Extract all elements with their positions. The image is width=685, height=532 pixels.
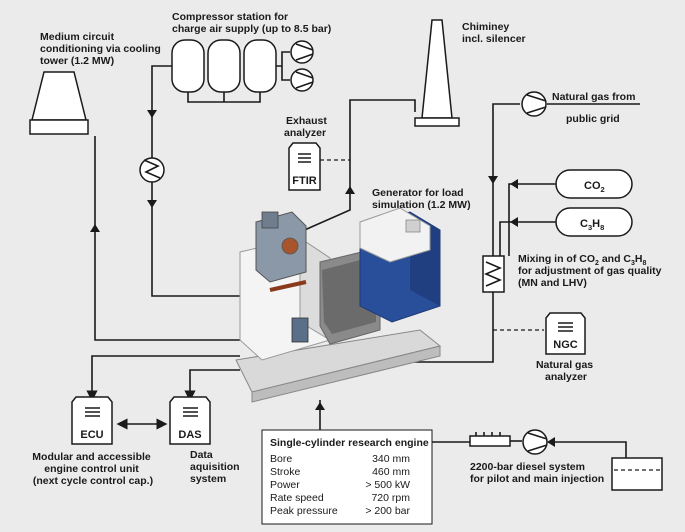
- arrow-left-icon: [510, 217, 518, 227]
- pump-icon: [290, 40, 314, 64]
- cooling-tower-icon: [29, 71, 89, 135]
- natgas-down-line: [492, 103, 520, 258]
- pump-icon: [522, 429, 548, 455]
- ecu-link-line: [86, 355, 240, 402]
- compressor-tank-icon: [171, 39, 290, 103]
- generator-label: Generator for load simulation (1.2 MW): [372, 187, 471, 211]
- ecu-device: ECU: [71, 396, 113, 445]
- co2-tank: CO2: [555, 169, 633, 199]
- gas-mixer-icon: [482, 255, 505, 293]
- ngc-label: NGC: [553, 339, 578, 351]
- co2-feed-line: [508, 183, 556, 256]
- charge-air-line: [151, 65, 240, 297]
- chimney-icon: [414, 19, 460, 127]
- exhaust-analyzer-label: Exhaust analyzer: [284, 115, 330, 139]
- exhaust-line: [299, 99, 416, 233]
- svg-text:460 mm: 460 mm: [372, 466, 410, 478]
- chimney-label: Chiminey incl. silencer: [462, 21, 526, 45]
- ecu-description: Modular and accessible engine control un…: [32, 451, 153, 487]
- svg-text:Stroke: Stroke: [270, 466, 301, 478]
- arrow-up-icon: [315, 402, 325, 410]
- das-device: DAS: [169, 396, 211, 445]
- spec-row: Power > 500 kW: [270, 479, 410, 491]
- generator-icon: [359, 207, 441, 323]
- svg-text:Power: Power: [270, 479, 300, 491]
- diesel-label: 2200-bar diesel system for pilot and mai…: [470, 461, 604, 485]
- svg-text:Rate speed: Rate speed: [270, 492, 324, 504]
- svg-text:340 mm: 340 mm: [372, 453, 410, 465]
- arrow-up-icon: [345, 186, 355, 194]
- arrow-down-icon: [147, 200, 157, 208]
- c3h8-tank: C3H8: [555, 207, 633, 237]
- cooling-return-line: [94, 136, 240, 341]
- arrow-left-icon: [547, 437, 555, 447]
- arrow-up-icon: [90, 224, 100, 232]
- mixing-label: Mixing in of CO2 and C3H8 for adjustment…: [518, 253, 664, 289]
- cooling-label: Medium circuit conditioning via cooling …: [40, 31, 164, 67]
- ftir-label: FTIR: [292, 175, 316, 187]
- svg-text:Bore: Bore: [270, 453, 292, 465]
- arrow-down-icon: [488, 176, 498, 184]
- svg-text:720 rpm: 720 rpm: [371, 492, 410, 504]
- das-link-line: [184, 369, 240, 402]
- spec-table: Single-cylinder research engine Bore 340…: [261, 429, 433, 525]
- c3h8-label: C3H8: [580, 218, 604, 232]
- spec-title: Single-cylinder research engine: [270, 437, 429, 449]
- spec-row: Stroke 460 mm: [270, 466, 410, 478]
- arrow-down-icon: [147, 110, 157, 118]
- pump-icon: [290, 68, 314, 92]
- ftir-device: FTIR: [288, 142, 321, 191]
- diesel-tank-icon: [610, 441, 663, 491]
- ecu-label: ECU: [80, 429, 103, 441]
- pump-icon: [521, 91, 547, 117]
- co2-label: CO2: [584, 180, 605, 194]
- svg-text:Peak pressure: Peak pressure: [270, 505, 338, 517]
- das-label: DAS: [178, 429, 201, 441]
- spec-row: Bore 340 mm: [270, 453, 410, 465]
- svg-text:> 500 kW: > 500 kW: [365, 479, 410, 491]
- arrow-left-icon: [510, 179, 518, 189]
- engine-icon: [235, 211, 442, 403]
- svg-text:> 200 bar: > 200 bar: [365, 505, 410, 517]
- diesel-rail-icon: [469, 432, 522, 447]
- spec-row: Rate speed 720 rpm: [270, 492, 410, 504]
- spec-row: Peak pressure > 200 bar: [270, 505, 410, 517]
- das-description: Data aquisition system: [190, 449, 243, 485]
- c3h8-feed-line: [499, 221, 556, 256]
- ngc-device: NGC: [545, 312, 586, 355]
- heat-exchanger-icon: [139, 157, 165, 183]
- compressor-label: Compressor station for charge air supply…: [172, 11, 331, 35]
- natgas-label: Natural gas from public grid: [552, 91, 638, 125]
- ngc-analyzer-label: Natural gas analyzer: [536, 359, 596, 383]
